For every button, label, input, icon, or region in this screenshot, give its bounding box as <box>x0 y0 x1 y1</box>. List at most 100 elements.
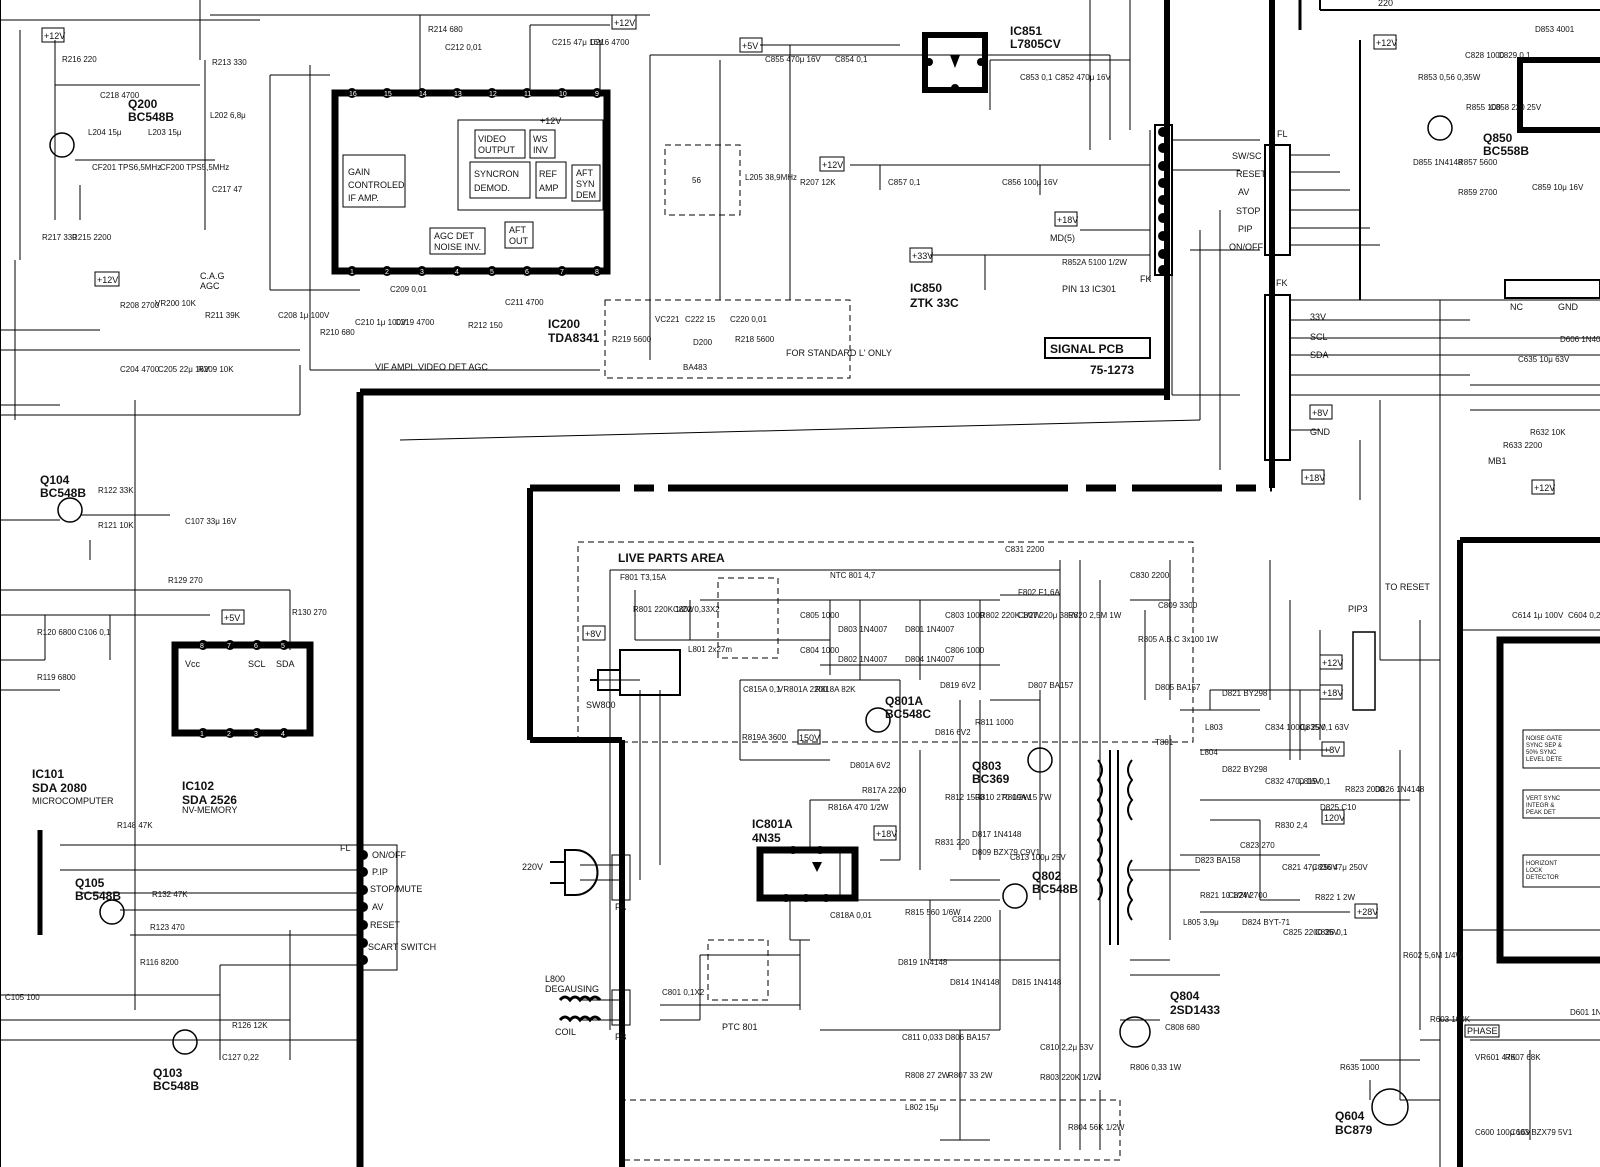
ic102-part: SDA 2526 <box>182 793 237 807</box>
svg-text:C819 0,1: C819 0,1 <box>1298 777 1331 786</box>
svg-text:C823 270: C823 270 <box>1240 841 1275 850</box>
q105-ref: Q105 <box>75 876 105 890</box>
svg-text:R853 0,56 0,35W: R853 0,56 0,35W <box>1418 73 1481 82</box>
svg-text:7: 7 <box>560 269 564 276</box>
svg-text:+28V: +28V <box>1357 907 1378 917</box>
ic200-aftout-l1: AFT <box>509 225 527 235</box>
svg-text:INTEGR &: INTEGR & <box>1526 803 1554 809</box>
supply-boxes <box>41 14 1555 919</box>
svg-text:C854 0,1: C854 0,1 <box>835 55 868 64</box>
ic101-desc: MICROCOMPUTER <box>32 796 114 806</box>
standard-label: FOR STANDARD L' ONLY <box>786 348 892 358</box>
svg-text:VR801A 2200: VR801A 2200 <box>778 685 828 694</box>
agc-label: AGC <box>200 281 220 291</box>
svg-text:R207 12K: R207 12K <box>800 178 836 187</box>
svg-text:15: 15 <box>384 91 392 98</box>
svg-text:AV: AV <box>1238 187 1249 197</box>
q104-ref: Q104 <box>40 473 70 487</box>
svg-text:R805 A.B.C 3x100 1W: R805 A.B.C 3x100 1W <box>1138 635 1218 644</box>
svg-text:R130 270: R130 270 <box>292 608 327 617</box>
svg-text:D853 4001: D853 4001 <box>1535 25 1575 34</box>
live-parts-label: LIVE PARTS AREA <box>618 551 725 565</box>
mains-voltage: 220V <box>522 862 543 872</box>
svg-text:C107 33μ 16V: C107 33μ 16V <box>185 517 237 526</box>
svg-text:D814 1N4148: D814 1N4148 <box>950 978 1000 987</box>
ic200-aft-l1: AFT <box>576 168 594 178</box>
svg-text:D816 6V2: D816 6V2 <box>935 728 971 737</box>
ic200-pin-labels: 16 15 14 13 12 11 10 9 1 2 3 4 5 6 7 8 <box>349 91 599 276</box>
svg-text:C808 680: C808 680 <box>1165 1023 1200 1032</box>
svg-text:D802 1N4007: D802 1N4007 <box>838 655 888 664</box>
svg-text:C809 3300: C809 3300 <box>1158 601 1198 610</box>
svg-text:C829 0,1: C829 0,1 <box>1498 51 1531 60</box>
svg-text:C220 0,01: C220 0,01 <box>730 315 767 324</box>
svg-text:C804 1000: C804 1000 <box>800 646 840 655</box>
svg-text:C802 0,33X2: C802 0,33X2 <box>673 605 720 614</box>
ic851-part: L7805CV <box>1010 37 1061 51</box>
q105-part: BC548B <box>75 889 121 903</box>
q104-part: BC548B <box>40 486 86 500</box>
svg-text:GND: GND <box>1310 427 1331 437</box>
q604-ref: Q604 <box>1335 1109 1365 1123</box>
ic200-ws-l2: INV <box>533 145 548 155</box>
svg-text:D601 1N4148: D601 1N4148 <box>1570 1008 1600 1017</box>
ic801a-part: 4N35 <box>752 831 781 845</box>
svg-text:2: 2 <box>385 269 389 276</box>
svg-text:L804: L804 <box>1200 748 1218 757</box>
svg-text:R822 1 2W: R822 1 2W <box>1315 893 1355 902</box>
svg-text:C852 470μ 16V: C852 470μ 16V <box>1055 73 1111 82</box>
svg-text:R803 220K 1/2W: R803 220K 1/2W <box>1040 1073 1101 1082</box>
q804-part: 2SD1433 <box>1170 1003 1220 1017</box>
svg-text:C815A 0,1: C815A 0,1 <box>743 685 781 694</box>
svg-text:R123 470: R123 470 <box>150 923 185 932</box>
svg-text:D807 BA157: D807 BA157 <box>1028 681 1074 690</box>
svg-text:3: 3 <box>254 731 258 738</box>
svg-text:R808 27 2W: R808 27 2W <box>905 1071 950 1080</box>
svg-text:FL: FL <box>340 843 351 853</box>
ic200-gain-l1: GAIN <box>348 167 370 177</box>
svg-text:33V: 33V <box>1310 312 1326 322</box>
degauss-l3: COIL <box>555 1027 576 1037</box>
svg-text:C215 47μ 16V: C215 47μ 16V <box>552 38 604 47</box>
svg-text:L802 15μ: L802 15μ <box>905 1103 939 1112</box>
svg-text:C106 0,1: C106 0,1 <box>78 628 111 637</box>
ic200-plus12: +12V <box>540 116 561 126</box>
svg-text:+8V: +8V <box>585 629 601 639</box>
svg-text:L204 15μ: L204 15μ <box>88 128 122 137</box>
svg-text:C832 470μ 16V: C832 470μ 16V <box>1265 777 1321 786</box>
svg-text:CF200 TPS5,5MHz: CF200 TPS5,5MHz <box>160 163 229 172</box>
ic200-ref: IC200 <box>548 317 580 331</box>
svg-text:C855 470μ 16V: C855 470μ 16V <box>765 55 821 64</box>
svg-text:F802 F1,6A: F802 F1,6A <box>1018 588 1060 597</box>
svg-text:ON/OFF: ON/OFF <box>372 850 406 860</box>
svg-text:R831 220: R831 220 <box>935 838 970 847</box>
svg-text:R819A 3600: R819A 3600 <box>742 733 787 742</box>
top-ref: 220 <box>1378 0 1393 8</box>
svg-text:D801 1N4007: D801 1N4007 <box>905 625 955 634</box>
svg-text:C859 10μ 16V: C859 10μ 16V <box>1532 183 1584 192</box>
ic200-agc-l1: AGC DET <box>434 231 475 241</box>
svg-text:C858 220 25V: C858 220 25V <box>1490 103 1542 112</box>
svg-text:P.IP: P.IP <box>372 867 388 877</box>
ic200-video-l2: OUTPUT <box>478 145 516 155</box>
svg-text:56: 56 <box>692 176 701 185</box>
svg-text:2: 2 <box>227 731 231 738</box>
svg-text:+18V: +18V <box>1304 473 1325 483</box>
svg-text:ON/OFF: ON/OFF <box>1229 242 1263 252</box>
svg-text:R217 330: R217 330 <box>42 233 77 242</box>
svg-text:120V: 120V <box>1324 813 1345 823</box>
vif-label: VIF AMPL.VIDEO DET AGC <box>375 362 488 372</box>
svg-text:C204 4700: C204 4700 <box>120 365 160 374</box>
sw800-label: SW800 <box>586 700 616 710</box>
q802-ref: Q802 <box>1032 869 1062 883</box>
q200-ref: Q200 <box>128 97 158 111</box>
svg-text:C830 2200: C830 2200 <box>1130 571 1170 580</box>
svg-text:D803 1N4007: D803 1N4007 <box>838 625 888 634</box>
svg-text:D809 BZX79 C9V1: D809 BZX79 C9V1 <box>972 848 1041 857</box>
svg-text:PIP: PIP <box>1238 224 1253 234</box>
svg-text:R816A 470 1/2W: R816A 470 1/2W <box>828 803 889 812</box>
svg-text:LEVEL DETE: LEVEL DETE <box>1526 757 1562 763</box>
svg-text:+5V: +5V <box>224 613 240 623</box>
svg-text:R211 39K: R211 39K <box>205 311 241 320</box>
q802-part: BC548B <box>1032 882 1078 896</box>
